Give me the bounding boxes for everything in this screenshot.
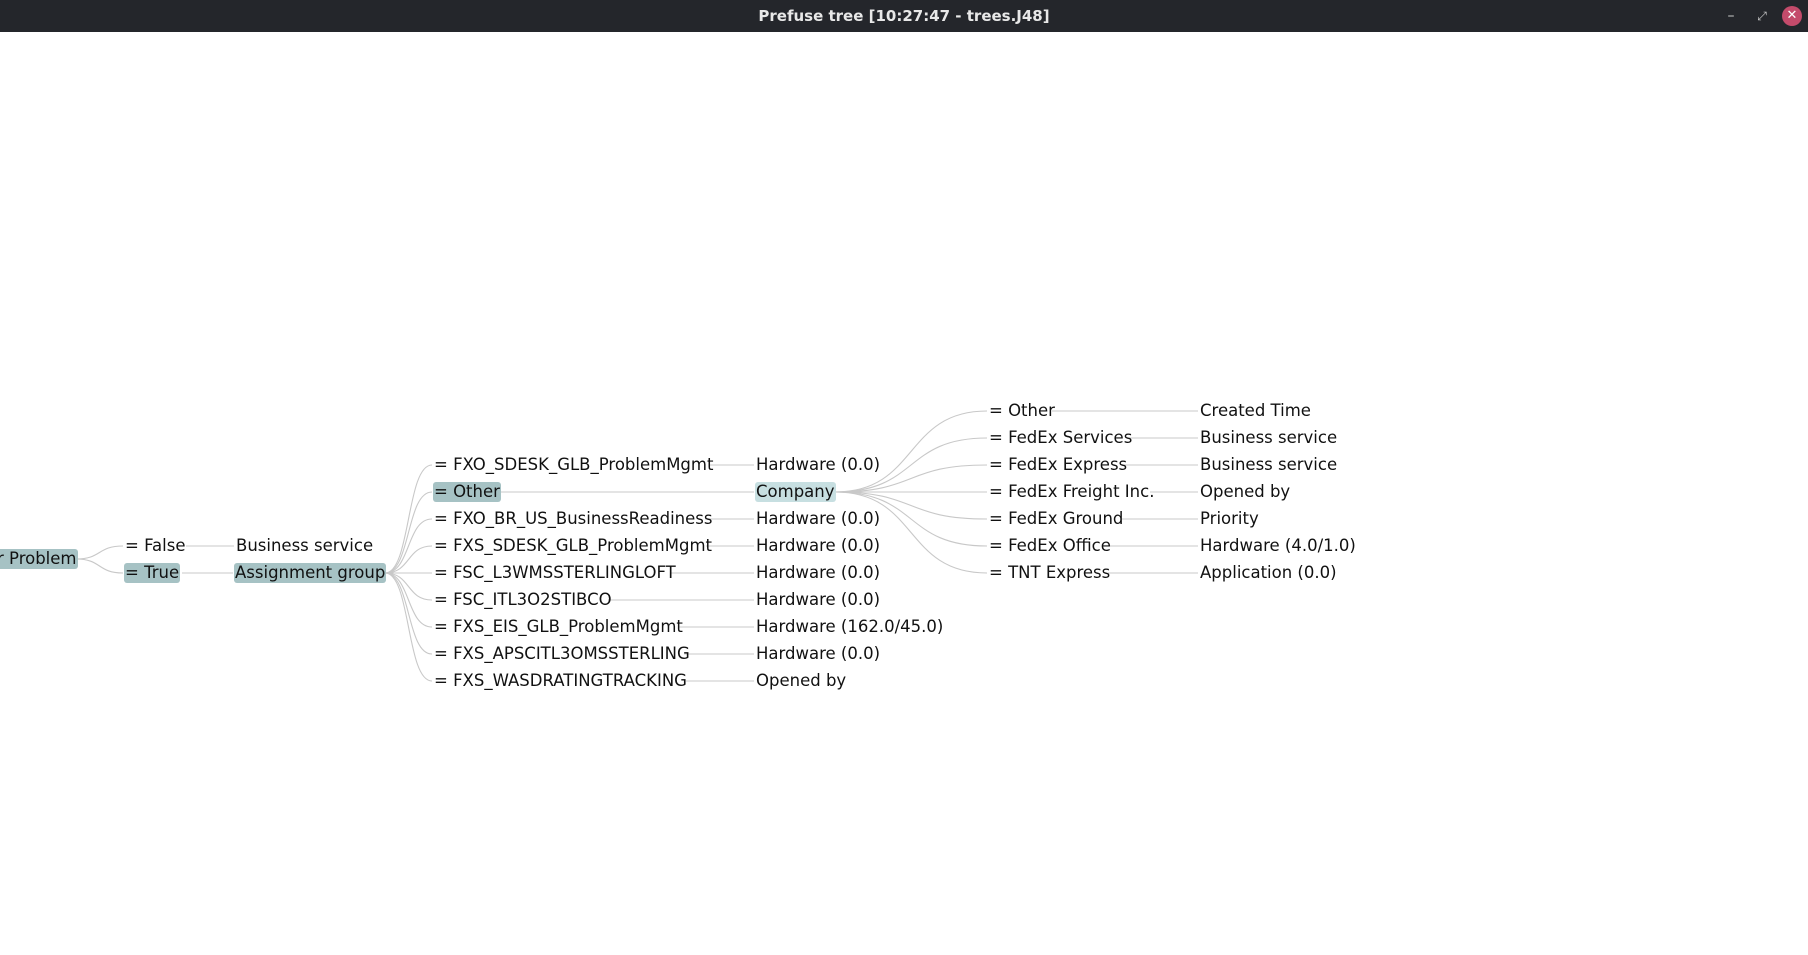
window-titlebar[interactable]: Prefuse tree [10:27:47 - trees.J48] – ⤢ … [0,0,1808,32]
tree-edge [834,437,988,493]
tree-edge [834,491,988,574]
leaf-hardware[interactable]: Hardware (0.0) [756,590,881,609]
root-node[interactable]: r Problem [0,549,78,569]
maximize-icon[interactable]: ⤢ [1757,9,1767,23]
leaf-hardware[interactable]: Hardware (0.0) [756,536,881,555]
tree-edge [384,572,433,682]
leaf-business-service[interactable]: Business service [236,536,374,555]
node-company[interactable]: Company [755,482,836,502]
branch-fxo-br-us[interactable]: = FXO_BR_US_BusinessReadiness [434,509,713,528]
node-assignment-group[interactable]: Assignment group [234,563,387,583]
company-branch[interactable]: = FedEx Freight Inc. [989,482,1155,501]
close-icon[interactable]: ✕ [1782,6,1802,26]
leaf-hardware[interactable]: Hardware (162.0/45.0) [756,617,944,636]
minimize-icon[interactable]: – [1727,8,1735,24]
tree-edges [75,410,1198,682]
company-branch[interactable]: = Other [989,401,1055,420]
company-branch[interactable]: = FedEx Express [989,455,1128,474]
tree-edge [384,572,433,655]
tree-edge [384,518,433,574]
branch-fsc-l3wms[interactable]: = FSC_L3WMSSTERLINGLOFT [434,563,676,582]
branch-true[interactable]: = True [124,563,181,583]
company-branch[interactable]: = FedEx Services [989,428,1133,447]
leaf-hardware[interactable]: Hardware (0.0) [756,455,881,474]
tree-edge [834,491,988,547]
company-leaf[interactable]: Business service [1200,428,1338,447]
tree-edge [75,558,124,574]
tree-edge [384,545,433,574]
branch-fxs-wasd[interactable]: = FXS_WASDRATINGTRACKING [434,671,687,690]
tree-edge [384,572,433,628]
tree-edge [75,545,124,560]
leaf-hardware[interactable]: Hardware (0.0) [756,509,881,528]
tree-edge [384,491,433,574]
tree-edge [384,572,433,601]
tree-edge [834,491,988,520]
branch-fxo-sdesk[interactable]: = FXO_SDESK_GLB_ProblemMgmt [434,455,714,474]
window-title: Prefuse tree [10:27:47 - trees.J48] [758,7,1050,25]
leaf-opened-by[interactable]: Opened by [756,671,847,690]
branch-false[interactable]: = False [125,536,186,555]
leaf-hardware[interactable]: Hardware (0.0) [756,644,881,663]
company-leaf[interactable]: Opened by [1200,482,1291,501]
company-leaf[interactable]: Business service [1200,455,1338,474]
company-branch[interactable]: = FedEx Office [989,536,1111,555]
company-leaf[interactable]: Created Time [1200,401,1311,420]
tree-edge [384,464,433,574]
company-leaf[interactable]: Application (0.0) [1200,563,1337,582]
branch-fxs-sdesk[interactable]: = FXS_SDESK_GLB_ProblemMgmt [434,536,712,555]
tree-edge [834,464,988,493]
branch-other[interactable]: = Other [433,482,501,502]
company-leaf[interactable]: Priority [1200,509,1259,528]
tree-edge [834,410,988,493]
leaf-hardware[interactable]: Hardware (0.0) [756,563,881,582]
branch-fxs-eis[interactable]: = FXS_EIS_GLB_ProblemMgmt [434,617,683,636]
company-branch[interactable]: = FedEx Ground [989,509,1124,528]
branch-fxs-apscit[interactable]: = FXS_APSCITL3OMSSTERLING [434,644,690,663]
tree-canvas[interactable]: r Problem = False = True Business servic… [0,32,1808,955]
branch-fsc-itl3[interactable]: = FSC_ITL3O2STIBCO [434,590,612,609]
company-leaf[interactable]: Hardware (4.0/1.0) [1200,536,1356,555]
company-branch[interactable]: = TNT Express [989,563,1111,582]
